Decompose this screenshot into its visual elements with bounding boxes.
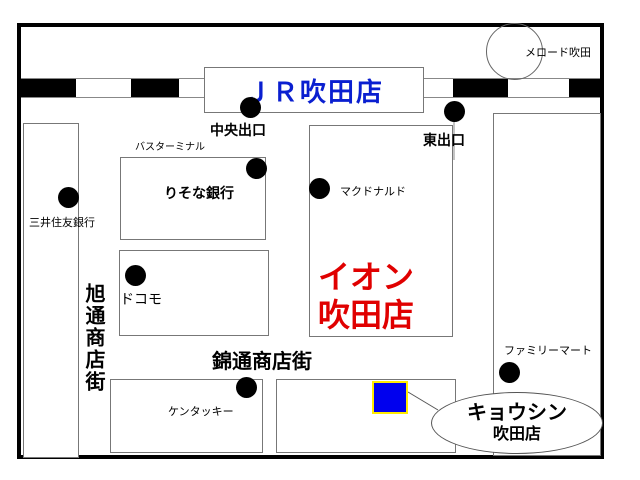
kfc-label: ケンタッキー — [168, 405, 234, 418]
rail-segment — [21, 79, 76, 97]
block-left-column — [23, 123, 79, 458]
block-resona — [120, 157, 266, 240]
docomo-dot[interactable] — [125, 265, 146, 286]
rail-segment — [569, 79, 600, 97]
target-store-name: キョウシン — [467, 400, 567, 424]
target-store-callout[interactable]: キョウシン 吹田店 — [431, 392, 603, 454]
melrode-label: メロード吹田 — [525, 46, 591, 59]
rail-segment — [131, 79, 179, 97]
aeon-label[interactable]: イオン 吹田店 — [318, 258, 414, 334]
aeon-label-line2: 吹田店 — [318, 296, 415, 334]
jr-station-label[interactable]: ＪＲ吹田店 — [204, 67, 424, 113]
mcdonalds-label: マクドナルド — [340, 185, 406, 198]
central-exit-label: 中央出口 — [210, 123, 266, 139]
aeon-label-line1: イオン — [318, 258, 415, 296]
asahi-street-label: 旭通商店街 — [82, 283, 106, 393]
target-store-branch: 吹田店 — [492, 424, 541, 443]
block-docomo — [119, 250, 269, 336]
target-store-marker[interactable] — [372, 381, 408, 414]
kfc-dot[interactable] — [236, 377, 257, 398]
smbc-dot[interactable] — [58, 187, 79, 208]
smbc-label: 三井住友銀行 — [29, 216, 95, 229]
east-exit-dot[interactable] — [444, 101, 465, 122]
resona-label: りそな銀行 — [164, 186, 234, 202]
familymart-dot[interactable] — [499, 362, 520, 383]
bus-terminal-label: バスターミナル — [135, 142, 205, 153]
block-target — [276, 379, 456, 453]
block-aeon — [309, 125, 453, 337]
mcdonalds-dot[interactable] — [309, 178, 330, 199]
central-exit-dot[interactable] — [240, 97, 261, 118]
docomo-label: ドコモ — [120, 292, 162, 308]
melrode-circle — [486, 23, 543, 80]
familymart-label: ファミリーマート — [504, 344, 592, 357]
nishiki-street-label: 錦通商店街 — [212, 349, 312, 373]
rail-segment — [453, 79, 508, 97]
east-exit-label: 東出口 — [423, 133, 465, 149]
resona-dot[interactable] — [246, 158, 267, 179]
